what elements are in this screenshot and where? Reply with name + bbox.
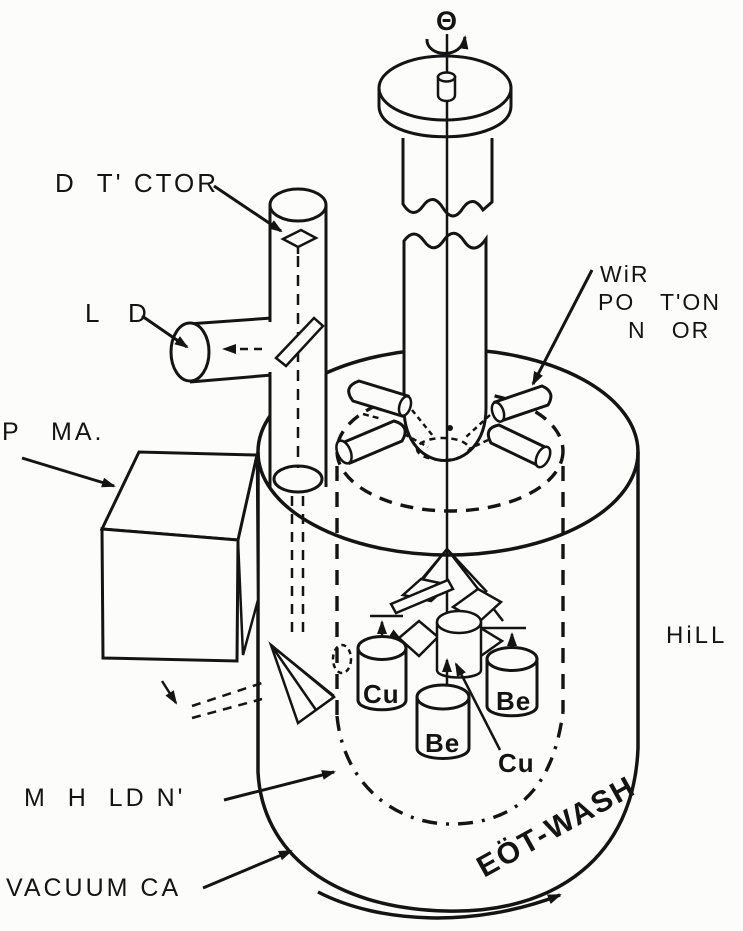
label-vacuum-can: VACUUM CA (6, 874, 181, 902)
label-wire-monitor-line2: PO T'ON (598, 289, 721, 315)
pm-box (99, 450, 260, 663)
test-mass-be-front (415, 683, 471, 760)
arrow-vacuum-can (202, 849, 293, 890)
label-be-front: Be (425, 728, 460, 758)
cu-rear-pointer (454, 662, 502, 751)
arrow-shielding (223, 770, 336, 802)
arrow-detector (213, 184, 283, 233)
led-tube (169, 316, 273, 384)
pm-box-front-face (100, 527, 240, 663)
arrow-preamp (21, 456, 116, 488)
detector-tube-top (268, 187, 328, 223)
prism (268, 641, 337, 725)
label-wire-monitor-line3: N OR (628, 317, 710, 343)
wire-position-monitors (335, 379, 553, 469)
arrow-wire-monitor (531, 269, 594, 386)
rear-cylinder-top (435, 609, 483, 635)
fiber-dashed-circle (415, 436, 471, 462)
drive-knob (436, 71, 457, 103)
monitor-sense-dashes (362, 409, 491, 462)
detector-element (280, 228, 319, 249)
shield-bottom-dashed-arc (335, 711, 565, 826)
arrow-small-down (160, 680, 178, 705)
callout-arrows (21, 184, 594, 890)
monitor-cylinder-w (340, 419, 407, 465)
label-theta: Θ (436, 6, 457, 36)
mirror-plate (389, 578, 455, 615)
pendulum (370, 548, 526, 684)
label-cu-rear: Cu (498, 748, 535, 778)
magnetic-shield-outline (335, 389, 565, 826)
monitor-cylinder-nw (347, 379, 410, 418)
monitor-cylinder-e (486, 423, 549, 469)
detector-tube-bottom-rim (272, 464, 324, 494)
label-led: L D (85, 298, 152, 328)
label-eotwash: EÖT-WASH (471, 770, 641, 884)
label-hill: HiLL (666, 622, 727, 649)
arrow-led (141, 314, 189, 349)
turntable-rotation-arrow (425, 35, 469, 55)
shield-top-dashed-ellipse (335, 389, 565, 513)
base-rotation-arrow (317, 890, 562, 920)
beamsplitter (274, 316, 325, 368)
vacuum-can-body (256, 452, 640, 913)
support-tube (402, 231, 488, 462)
label-detector: D T' CTOR (55, 168, 219, 198)
label-wire-monitor-line1: WiR (600, 261, 649, 287)
label-shielding: M H LD N' (24, 784, 185, 812)
label-cu-left: Cu (363, 679, 400, 709)
pm-box-top-face (99, 450, 259, 542)
detector-tube (222, 187, 328, 494)
beam-path (191, 496, 305, 720)
label-preamp: P MA. (2, 418, 105, 446)
label-be-right: Be (496, 686, 531, 716)
led-tube-cap (169, 321, 211, 383)
monitor-cylinder-ne (493, 384, 553, 423)
test-mass-cu-left (356, 635, 408, 712)
test-mass-be-right (485, 646, 539, 718)
